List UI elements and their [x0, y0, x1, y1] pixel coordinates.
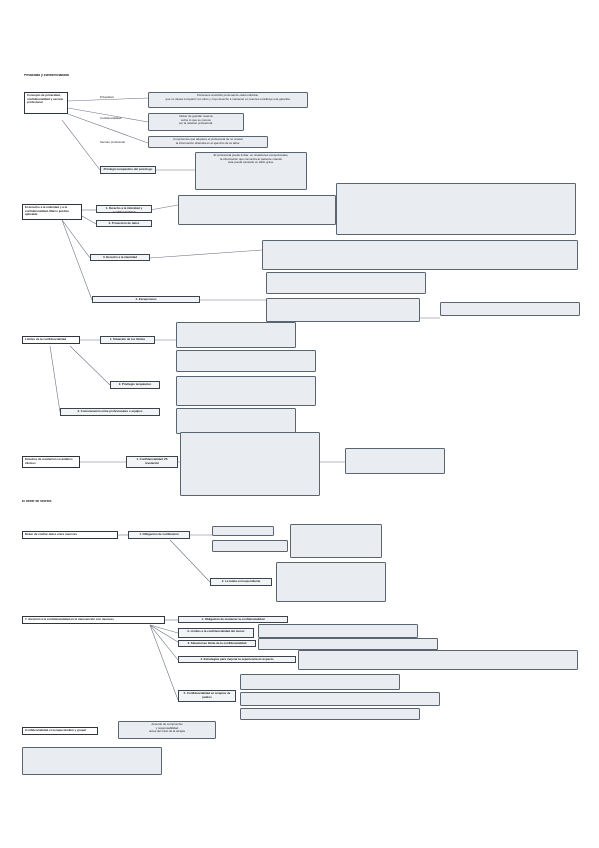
closing-note — [22, 747, 162, 775]
parents-detail-a — [240, 674, 400, 690]
therapeutic-privilege-text: El profesional puede limitar, en situaci… — [195, 152, 307, 190]
family-group-therapy-node: Confidencialidad en terapia familiar y g… — [22, 727, 98, 735]
privacy-label: Privacidad — [100, 96, 114, 99]
notification-detail-b — [212, 540, 288, 552]
therapeutic-privilege-node: Privilegio terapéutico del psicólogo — [100, 166, 156, 174]
limits-communication-subnode: 3. Comunicación entre profesionales o eq… — [60, 408, 160, 416]
limits-node: Límites de la confidencialidad — [22, 336, 80, 344]
confidentiality-definition: Deber de guardar reserva sobre lo que se… — [148, 113, 244, 131]
right-to-privacy-node: El derecho a la intimidad y a la confide… — [22, 204, 82, 220]
minor-limits-detail — [258, 624, 418, 638]
limits-privilege-subnode: 2. Privilegio terapéutico — [110, 381, 160, 389]
revelation-detail — [180, 432, 320, 496]
minor-limits-subnode: 2. Límites a la confidencialidad del men… — [178, 628, 254, 638]
notification-detail-c — [290, 524, 382, 558]
revelation-outcome — [345, 448, 445, 474]
parents-detail-c — [240, 708, 420, 720]
concept-privacy-node: Concepto de privacidad, confidencialidad… — [24, 92, 68, 114]
limits-situation-detail — [176, 322, 296, 348]
confidentiality-label: Confidencialidad — [100, 117, 122, 120]
privacy-law-detail — [178, 195, 336, 225]
privacy-definition: Pertenece al ámbito personal de cada ind… — [148, 92, 308, 108]
exceptions-subnode: 4. Excepciones — [92, 296, 200, 303]
limit-situations-subnode: 3. Situaciones límite de la confidencial… — [178, 640, 256, 647]
right-to-identity-subnode: 3. Derecho a la identidad — [90, 254, 150, 261]
limits-detail-b — [176, 350, 316, 372]
exceptions-detail-b — [266, 298, 420, 322]
minors-duty-node: Deber de confiar datos entre menores — [22, 531, 118, 539]
data-protection-subnode: 2. Protección de datos — [96, 220, 152, 227]
intervention-minors-node: 7. Atención a la confidencialidad en la … — [22, 616, 165, 624]
data-protection-detail — [336, 183, 576, 235]
parents-therapy-subnode: 5. Confidencialidad en terapias de padre… — [178, 690, 236, 702]
exceptions-detail-a — [266, 272, 426, 294]
confidentiality-vs-revelation-subnode: 1. Confidencialidad VS revelación — [126, 456, 178, 468]
limit-situations-detail — [258, 638, 438, 650]
notification-obligation-subnode: 1. Obligación de notificación — [128, 531, 190, 539]
revelation-studies-node: Estudios de revelación en ámbitos clínic… — [22, 456, 80, 468]
right-privacy-subnode: 1. Derecho a la intimidad y confidencial… — [96, 205, 152, 213]
maintain-confidentiality-subnode: 1. Obligación de mantener la confidencia… — [178, 616, 288, 623]
tutelage-detail — [276, 562, 386, 602]
page-title: Privacidad y confidencialidad — [24, 74, 69, 77]
strategies-detail — [298, 650, 578, 670]
strategies-subnode: 4. Estrategias para mejorar la experienc… — [178, 656, 296, 663]
exceptions-detail-c — [440, 302, 580, 316]
identity-detail — [262, 240, 578, 270]
parents-detail-b — [240, 692, 440, 706]
secret-label: Secreto profesional — [100, 141, 125, 144]
limits-situation-subnode: 1. Situación de los límites — [100, 336, 155, 344]
commitment-agreement: Acuerdo de compromiso y responsabilidad … — [118, 721, 216, 739]
section-title: El deber de secreto — [22, 500, 52, 503]
limits-detail-c — [176, 376, 316, 406]
limits-detail-d — [176, 408, 296, 434]
tutelage-subnode: 2. La tutela correspondiente — [210, 578, 272, 586]
notification-detail-a — [212, 526, 274, 536]
secret-definition: Compromiso que adquiere el profesional d… — [148, 136, 268, 148]
